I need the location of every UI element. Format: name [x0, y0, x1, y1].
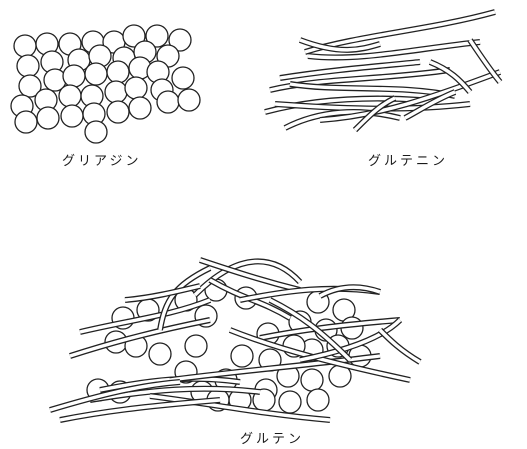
gliadin-sphere: [157, 91, 179, 113]
gliadin-sphere: [14, 35, 36, 57]
glutenin-fibers: [265, 12, 500, 130]
gliadin-sphere: [185, 335, 207, 357]
gliadin-sphere: [105, 81, 127, 103]
glutenin-fiber: [380, 330, 420, 362]
gluten-network: [50, 260, 420, 420]
gliadin-sphere: [17, 55, 39, 77]
gliadin-sphere: [37, 107, 59, 129]
gliadin-sphere: [149, 343, 171, 365]
gliadin-sphere: [307, 389, 329, 411]
gliadin-sphere: [85, 63, 107, 85]
gliadin-sphere: [59, 85, 81, 107]
gliadin-sphere: [129, 97, 151, 119]
gliadin-sphere: [15, 111, 37, 133]
gliadin-sphere: [279, 391, 301, 413]
gliadin-sphere: [61, 105, 83, 127]
glutenin-fiber: [275, 104, 470, 109]
gliadin-label: グリアジン: [62, 150, 141, 169]
gliadin-sphere: [172, 67, 194, 89]
gliadin-sphere: [125, 77, 147, 99]
gliadin-sphere: [301, 369, 323, 391]
gliadin-sphere: [231, 345, 253, 367]
gliadin-sphere: [107, 61, 129, 83]
glutenin-label: グルテニン: [368, 150, 448, 169]
gliadin-sphere: [178, 89, 200, 111]
gliadin-spheres: [11, 25, 200, 143]
gliadin-sphere: [63, 65, 85, 87]
gliadin-sphere: [107, 101, 129, 123]
gliadin-sphere: [85, 121, 107, 143]
gluten-label: グルテン: [240, 428, 304, 447]
